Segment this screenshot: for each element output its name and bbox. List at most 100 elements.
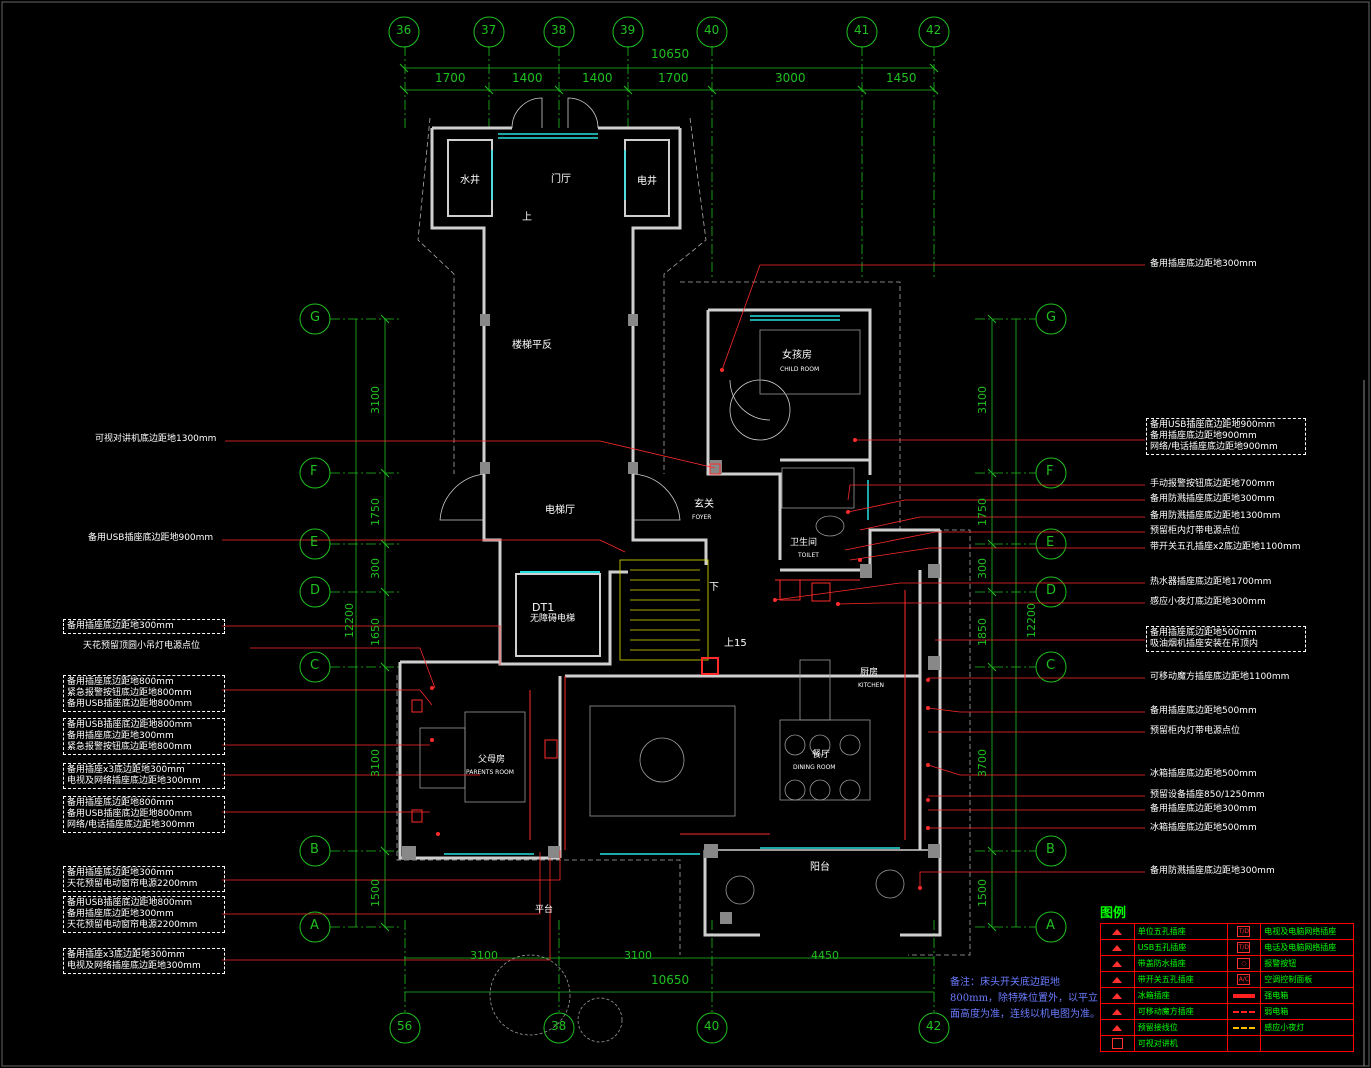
annotation-line: 可移动魔方插座底边距地1100mm <box>1150 672 1290 682</box>
grid-label-right: D <box>1046 583 1057 598</box>
grid-label-top: 42 <box>926 23 942 37</box>
legend-symbol: ○ <box>1228 956 1262 971</box>
annotation-line: 备用插座底边距地300mm <box>1150 259 1257 269</box>
dimension-right: 3100 <box>976 386 989 414</box>
legend-label: 电视及电脑网络插座 <box>1264 927 1337 936</box>
legend-symbol <box>1101 972 1135 987</box>
annotation-line: 冰箱插座底边距地500mm <box>1150 823 1257 833</box>
annotation-line: 预留柜内灯带电源点位 <box>1150 526 1241 536</box>
annotation-line: 备用插座底边距地300mm <box>67 868 174 878</box>
legend-symbol <box>1101 1004 1135 1019</box>
legend-label <box>1261 1036 1353 1051</box>
panel-symbol-icon: T/D <box>1237 942 1251 953</box>
panel-symbol-icon: ○ <box>1237 958 1251 969</box>
right-annotation: 感应小夜灯底边距地300mm <box>1150 597 1266 608</box>
legend-row: 可视对讲机 <box>1101 1036 1353 1051</box>
panel-symbol-icon: A/C <box>1237 974 1251 985</box>
legend-label: 感应小夜灯 <box>1264 1023 1305 1032</box>
room-label-xuanguan-en: FOYER <box>692 514 712 521</box>
annotation-line: 备用USB插座底边距地800mm <box>67 720 193 730</box>
dimension-top-total: 10650 <box>651 47 690 61</box>
dimension-top: 1700 <box>658 71 689 85</box>
annotation-line: 可视对讲机底边距地1300mm <box>95 434 217 444</box>
dimension-left: 3100 <box>369 386 382 414</box>
grid-label-top: 36 <box>396 23 412 37</box>
legend-label: 可移动魔方插座 <box>1135 1004 1228 1019</box>
room-label-dt1: DT1 <box>532 601 555 614</box>
annotation-line: 电视及网络插座底边距地300mm <box>67 961 201 971</box>
room-label-chufang: 厨房 <box>860 668 879 678</box>
right-annotation: 备用防溅插座底边距地300mm <box>1150 494 1275 505</box>
room-label-xuanguan: 玄关 <box>694 499 714 510</box>
legend-label: 预留接线位 <box>1135 1020 1228 1035</box>
dimension-right: 300 <box>976 558 989 579</box>
right-annotation: 热水器插座底边距地1700mm <box>1150 577 1271 588</box>
stair-label-up: 上15 <box>724 638 747 649</box>
left-annotation: 备用USB插座底边距地900mm <box>88 533 213 544</box>
dimension-left-total: 12200 <box>343 603 356 638</box>
legend-symbol <box>1101 956 1135 971</box>
dimension-top: 3000 <box>775 71 806 85</box>
dimension-top: 1450 <box>886 71 917 85</box>
socket-symbol-icon <box>1112 1024 1123 1031</box>
room-label-nvhai: 女孩房 <box>782 350 812 361</box>
dimension-top: 1400 <box>582 71 613 85</box>
grid-label-right: G <box>1046 310 1057 325</box>
room-label-wsj: 卫生间 <box>790 538 818 548</box>
power-box-icon <box>1232 993 1255 998</box>
legend-symbol <box>1101 1020 1135 1035</box>
legend-label: 可视对讲机 <box>1135 1036 1228 1051</box>
annotation-line: 网络/电话插座底边距地900mm <box>1150 442 1278 452</box>
room-label-wsj-en: TOILET <box>798 552 819 559</box>
legend-symbol <box>1101 940 1135 955</box>
annotation-line: 备用插座底边距地500mm <box>1150 706 1257 716</box>
grid-label-right: A <box>1046 918 1055 933</box>
annotation-line: 吸油烟机插座安装在吊顶内 <box>1150 639 1259 649</box>
legend-symbol <box>1228 988 1262 1003</box>
grid-label-left: D <box>310 583 321 598</box>
intercom-icon <box>1111 1038 1123 1049</box>
legend-label: 冰箱插座 <box>1135 988 1228 1003</box>
room-label-yangtai: 阳台 <box>810 862 830 873</box>
right-annotation: 冰箱插座底边距地500mm <box>1150 823 1257 834</box>
dimension-right: 3700 <box>976 749 989 777</box>
grid-label-top: 41 <box>854 23 870 37</box>
right-annotation: 备用插座底边距地500mm <box>1150 706 1257 717</box>
annotation-line: 备用防溅插座底边距地300mm <box>1150 866 1275 876</box>
room-label-canting-en: DINING ROOM <box>793 764 836 771</box>
grid-label-right: E <box>1046 535 1055 550</box>
annotation-line: 紧急报警按钮底边距地800mm <box>67 688 192 698</box>
room-label-pingtai: 平台 <box>535 905 554 915</box>
annotation-line: 备用USB插座底边距地800mm <box>67 699 193 709</box>
right-annotation: 预留设备插座850/1250mm <box>1150 790 1265 801</box>
right-annotation: 预留柜内灯带电源点位 <box>1150 526 1240 537</box>
left-annotation: 备用插座底边距地300mm <box>63 619 225 634</box>
annotation-line: 备用USB插座底边距地900mm <box>88 533 214 543</box>
annotation-line: 电视及网络插座底边距地300mm <box>67 776 201 786</box>
grid-label-top: 37 <box>481 23 497 37</box>
right-annotation: 带开关五孔插座x2底边距地1100mm <box>1150 542 1301 553</box>
dimension-right: 1750 <box>976 498 989 526</box>
room-label-shuijing: 水井 <box>460 175 480 186</box>
annotation-line: 天花预留顶圆小吊灯电源点位 <box>83 641 201 651</box>
dimension-bottom-total: 10650 <box>651 973 690 987</box>
annotation-line: 备用插座x3底边距地300mm <box>67 950 185 960</box>
dimension-bottom: 3100 <box>624 949 652 962</box>
legend-title: 图例 <box>1100 906 1127 921</box>
grid-label-left: G <box>310 310 321 325</box>
legend-symbol: A/C <box>1228 972 1262 987</box>
grid-label-left: C <box>310 658 320 673</box>
legend-label: 强电箱 <box>1264 991 1289 1000</box>
panel-symbol-icon: T/D <box>1237 926 1251 937</box>
room-label-fumu: 父母房 <box>478 755 506 765</box>
grid-label-right: C <box>1046 658 1056 673</box>
annotation-line: 备用USB插座底边距地800mm <box>67 809 193 819</box>
room-label-nvhai-en: CHILD ROOM <box>780 366 820 373</box>
legend-symbol: T/D <box>1228 940 1262 955</box>
